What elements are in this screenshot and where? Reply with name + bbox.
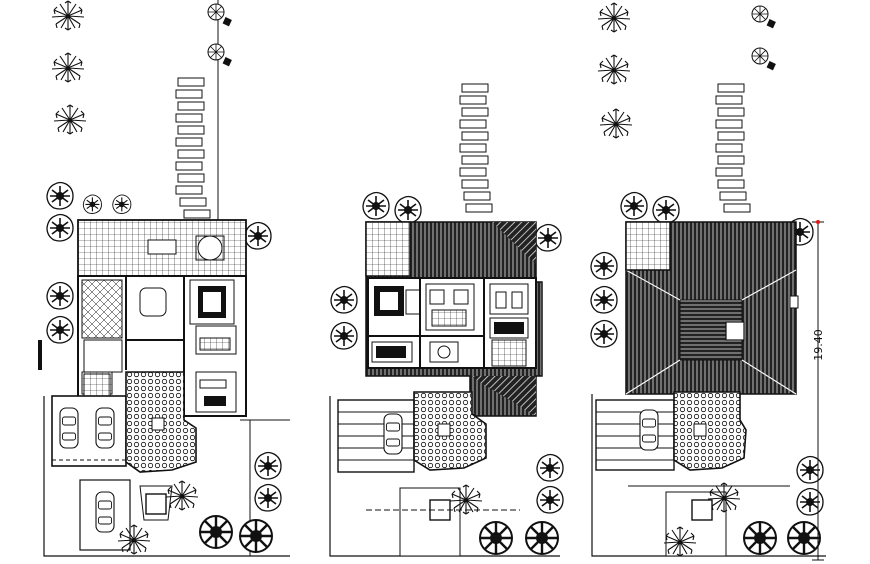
roof-plan: 19.40 bbox=[590, 2, 826, 561]
shrub-icon bbox=[330, 285, 358, 314]
bush-icon bbox=[478, 520, 514, 556]
garden-lamp-icon bbox=[207, 3, 233, 27]
gate-pillar bbox=[691, 499, 713, 521]
shrub-icon bbox=[46, 281, 74, 310]
shrub-icon bbox=[620, 191, 648, 220]
stepping-stones bbox=[715, 83, 751, 213]
shrub-icon bbox=[652, 195, 680, 224]
car-icon bbox=[383, 413, 403, 455]
bush-icon bbox=[238, 518, 274, 554]
shrub-icon bbox=[796, 487, 824, 516]
palm-tree-icon bbox=[597, 54, 631, 85]
shrub-icon bbox=[536, 453, 564, 482]
shrub-icon bbox=[254, 451, 282, 480]
bush-icon bbox=[786, 520, 822, 556]
garden-lamp-icon bbox=[751, 47, 777, 71]
shrub-icon bbox=[394, 195, 422, 224]
bush-icon bbox=[198, 514, 234, 550]
stepping-stones bbox=[175, 77, 211, 219]
gate-pillar bbox=[145, 493, 167, 515]
shrub-icon bbox=[46, 181, 74, 210]
balcony-terrace bbox=[365, 221, 411, 277]
ground-floor-plan bbox=[38, 0, 290, 557]
driveway bbox=[399, 487, 461, 557]
site-boundary bbox=[329, 396, 560, 557]
stepping-stones bbox=[459, 83, 493, 213]
paved-terrace bbox=[673, 391, 747, 471]
car-icon bbox=[95, 491, 115, 533]
shrub-icon bbox=[82, 194, 103, 215]
palm-tree-icon bbox=[599, 108, 633, 139]
shrub-icon bbox=[590, 285, 618, 314]
shrub-icon bbox=[534, 223, 562, 252]
garden-lamp-icon bbox=[751, 5, 777, 29]
site-boundary bbox=[43, 396, 290, 557]
shrub-icon bbox=[46, 315, 74, 344]
shrub-icon bbox=[536, 485, 564, 514]
dimension-line: 19.40 bbox=[812, 220, 825, 561]
roof-skylight bbox=[725, 321, 745, 341]
fountain bbox=[693, 423, 707, 437]
pergola bbox=[337, 399, 415, 473]
dimension-label: 19.40 bbox=[812, 329, 825, 361]
driveway bbox=[665, 491, 727, 557]
car-icon bbox=[59, 407, 79, 449]
shrub-icon bbox=[796, 455, 824, 484]
shrub-icon bbox=[590, 319, 618, 348]
car-icon bbox=[95, 407, 115, 449]
main-roof bbox=[625, 221, 799, 395]
bush-icon bbox=[742, 520, 778, 556]
fountain bbox=[151, 417, 165, 431]
fountain bbox=[437, 423, 451, 437]
shrub-icon bbox=[254, 483, 282, 512]
shrub-icon bbox=[112, 194, 132, 215]
bush-icon bbox=[524, 520, 560, 556]
palm-tree-icon bbox=[597, 2, 631, 33]
palm-tree-icon bbox=[51, 52, 85, 83]
shrub-icon bbox=[330, 321, 358, 350]
garage bbox=[51, 395, 127, 467]
shrub-icon bbox=[46, 213, 74, 242]
dimension-endpoint-marker bbox=[816, 220, 820, 224]
palm-tree-icon bbox=[51, 0, 85, 31]
shrub-icon bbox=[362, 191, 390, 220]
pergola bbox=[595, 399, 675, 471]
upper-floor-rooms bbox=[367, 277, 537, 369]
shrub-icon bbox=[244, 221, 272, 250]
section-marker bbox=[38, 340, 42, 370]
shrub-icon bbox=[590, 251, 618, 280]
building-footprint bbox=[77, 219, 247, 417]
palm-tree-icon bbox=[53, 104, 87, 135]
first-floor-plan bbox=[329, 83, 564, 557]
site-boundary bbox=[591, 394, 826, 557]
car-icon bbox=[639, 409, 659, 451]
garden-lamp-icon bbox=[207, 43, 233, 67]
